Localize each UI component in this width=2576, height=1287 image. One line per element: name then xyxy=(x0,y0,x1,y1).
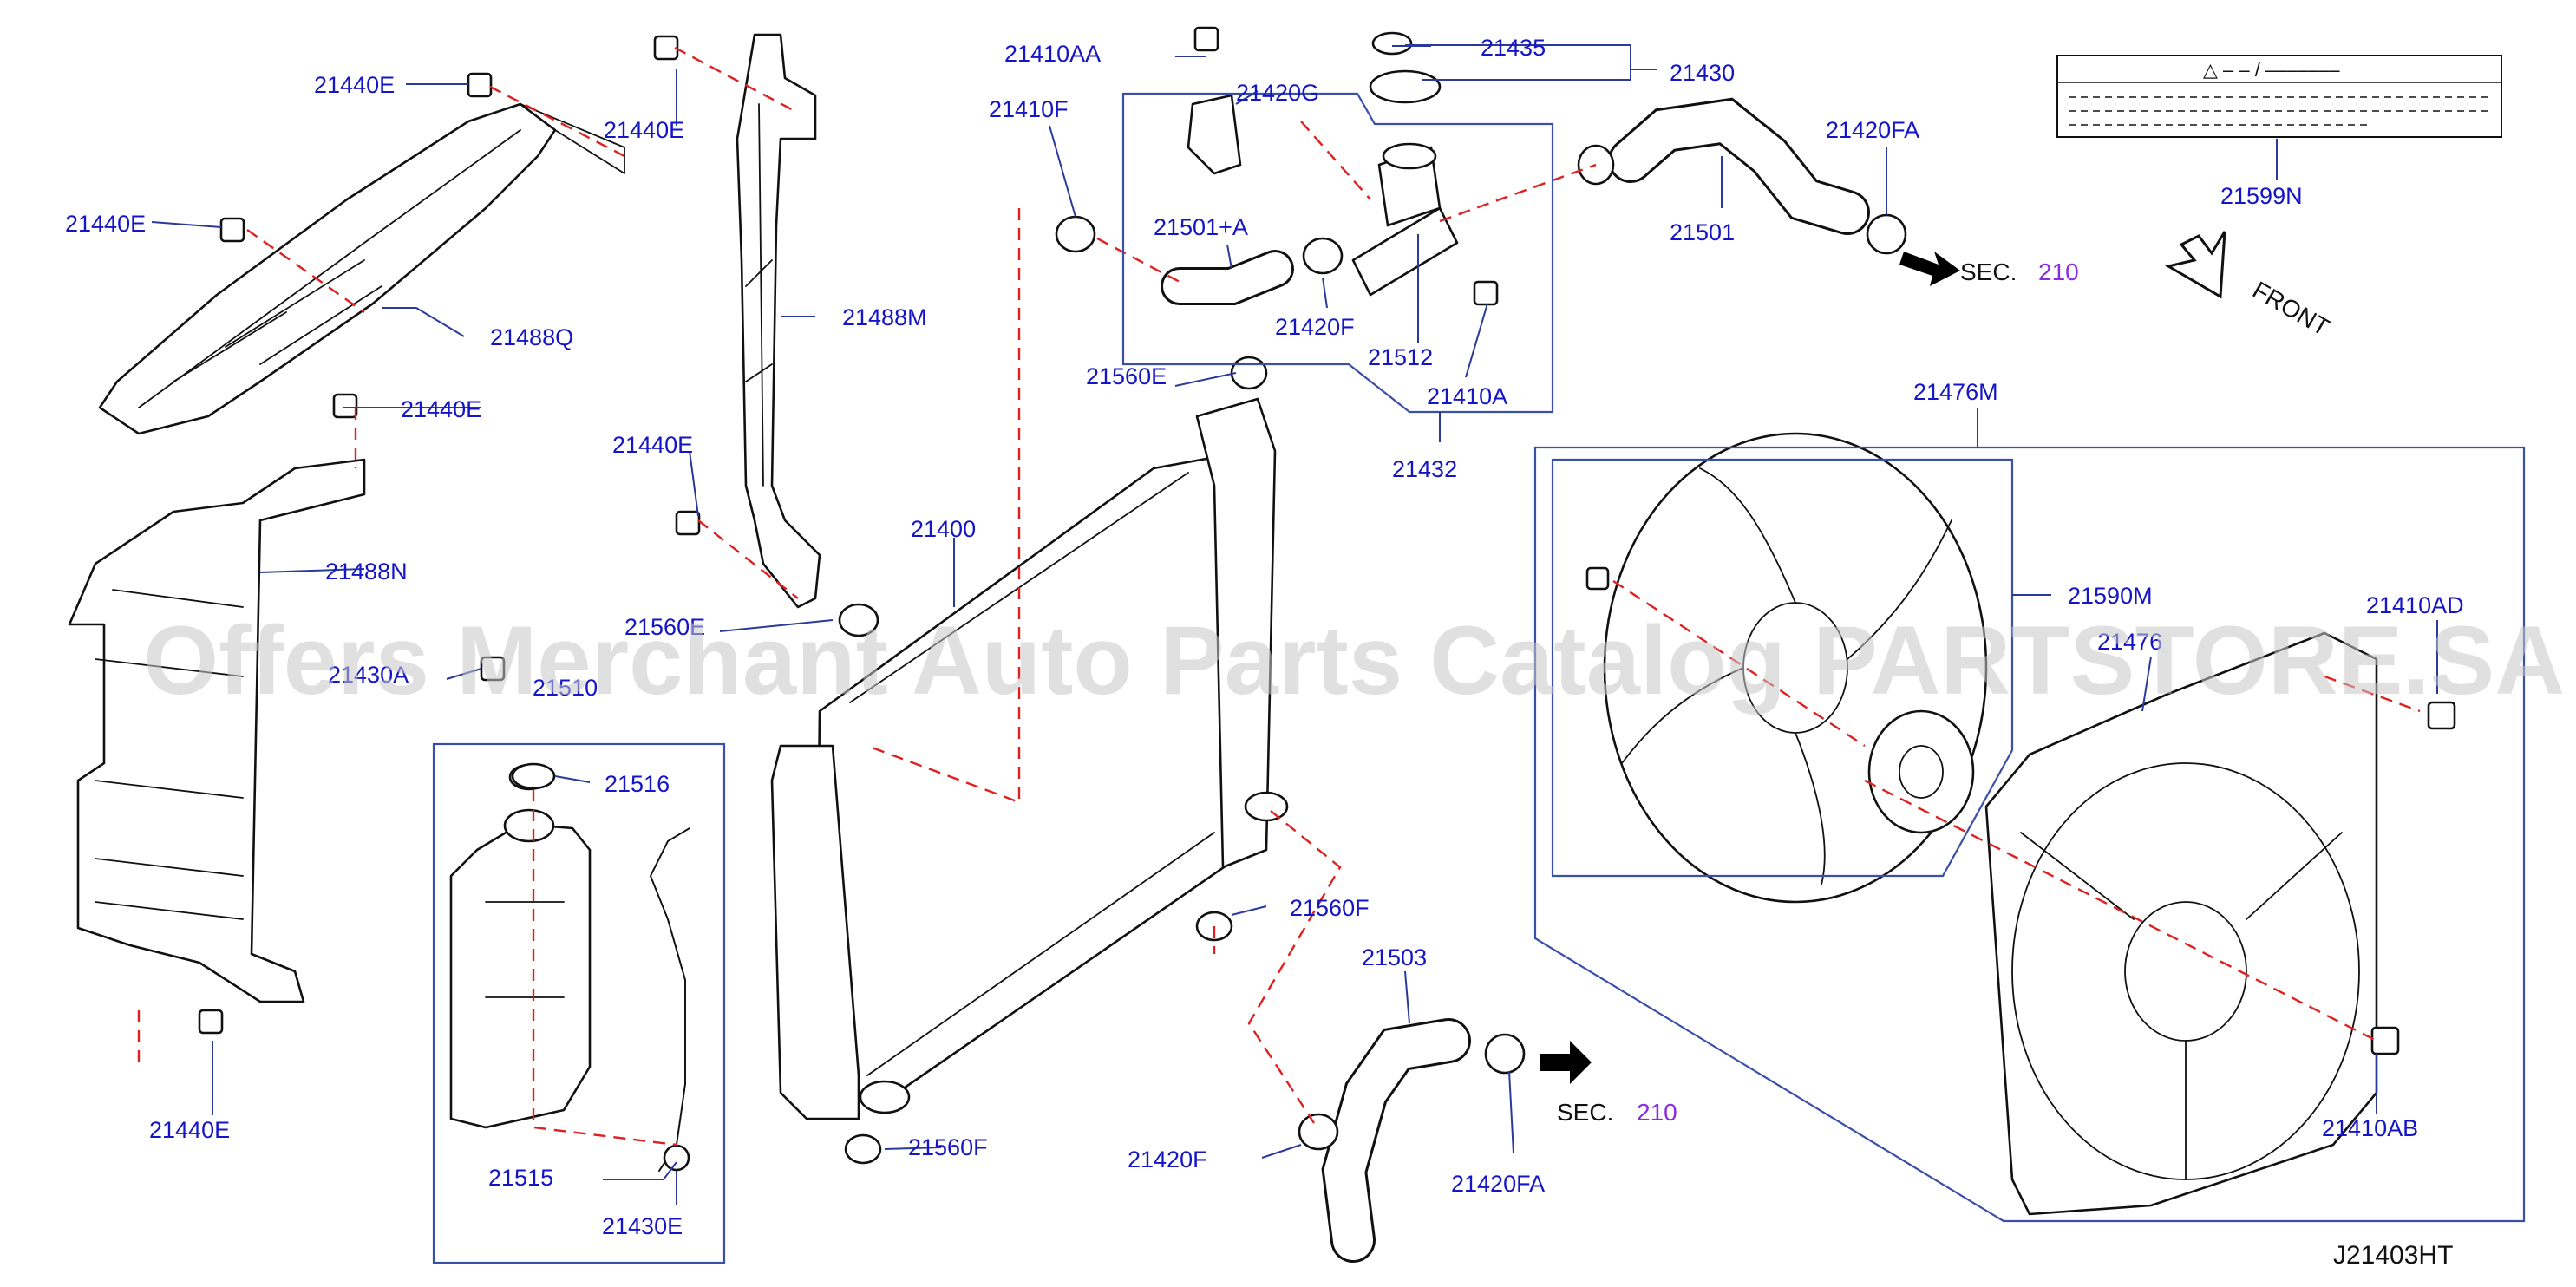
nut-fan xyxy=(1585,566,1610,591)
group-box-21590M xyxy=(1551,458,2014,878)
label-21488M[interactable]: 21488M xyxy=(842,304,927,330)
clip-21440E-2 xyxy=(653,35,679,61)
front-arrow-icon xyxy=(2164,231,2226,299)
sec-ref-bottom-number[interactable]: 210 xyxy=(1637,1099,1677,1126)
label-21430A[interactable]: 21430A xyxy=(328,662,409,688)
caution-label-header: △ – – / ––––––– xyxy=(2203,59,2340,81)
label-21410AD[interactable]: 21410AD xyxy=(2366,592,2464,618)
label-21488Q[interactable]: 21488Q xyxy=(490,324,573,350)
label-21515[interactable]: 21515 xyxy=(488,1165,553,1191)
label-21420F-bot[interactable]: 21420F xyxy=(1128,1147,1207,1173)
label-21420FA-bot[interactable]: 21420FA xyxy=(1451,1171,1545,1197)
clamp-21420F-top xyxy=(1302,237,1344,275)
air-guide-upper-part xyxy=(98,102,625,435)
clamp-21420FA-bot xyxy=(1484,1033,1526,1075)
bolt-21410A xyxy=(1473,280,1499,306)
clip-21440E-4 xyxy=(332,393,358,419)
clamp-21420F-bot xyxy=(1298,1113,1339,1151)
label-21420FA-top[interactable]: 21420FA xyxy=(1826,117,1919,143)
watermark-text: Offers Merchant Auto Parts Catalog PARTS… xyxy=(143,606,2565,715)
clip-21430E xyxy=(663,1144,690,1172)
bypass-hose-part xyxy=(1161,250,1294,305)
label-21512[interactable]: 21512 xyxy=(1368,344,1433,370)
radiator-part xyxy=(770,397,1289,1120)
air-guide-lower-part xyxy=(68,458,366,1003)
sec-ref-top-prefix: SEC. xyxy=(1960,258,2017,285)
sec-arrow-top xyxy=(1899,252,1960,286)
group-box-21432 xyxy=(1121,92,1554,414)
label-21476M[interactable]: 21476M xyxy=(1913,379,1998,405)
reservoir-hose-part xyxy=(650,827,690,1172)
reservoir-tank-part xyxy=(449,763,592,1129)
sec-arrow-bottom xyxy=(1540,1041,1592,1084)
grommet-21560F-bot xyxy=(844,1133,882,1165)
label-21516[interactable]: 21516 xyxy=(605,771,670,797)
label-21435[interactable]: 21435 xyxy=(1481,35,1546,61)
bolt-21410AB xyxy=(2370,1026,2400,1055)
label-21432[interactable]: 21432 xyxy=(1392,456,1457,482)
grommet-21560E-top xyxy=(1230,356,1268,390)
water-outlet-part xyxy=(1351,142,1459,297)
clip-21440E-3 xyxy=(219,217,245,243)
label-21410AA[interactable]: 21410AA xyxy=(1004,41,1101,67)
label-21440E-c[interactable]: 21440E xyxy=(65,211,146,237)
clamp-21410F xyxy=(1055,215,1096,253)
grommet-21560E-mid xyxy=(838,603,879,637)
diagram-code: J21403HT xyxy=(2333,1241,2453,1270)
label-21440E-a[interactable]: 21440E xyxy=(314,72,395,98)
clip-21440E-6 xyxy=(198,1009,224,1035)
sec-ref-top-number[interactable]: 210 xyxy=(2038,258,2079,285)
label-21440E-e[interactable]: 21440E xyxy=(612,432,693,458)
label-21560E-top[interactable]: 21560E xyxy=(1086,363,1167,389)
label-21476[interactable]: 21476 xyxy=(2097,629,2162,655)
label-21410AB[interactable]: 21410AB xyxy=(2322,1115,2418,1141)
label-21430E[interactable]: 21430E xyxy=(602,1213,683,1239)
label-21440E-f[interactable]: 21440E xyxy=(149,1117,230,1143)
bolt-21410AD xyxy=(2427,701,2456,730)
caution-label-part xyxy=(2056,55,2502,138)
cap-21516 xyxy=(511,762,556,790)
label-21560E-mid[interactable]: 21560E xyxy=(624,614,705,640)
lower-hose-part xyxy=(1321,1018,1471,1263)
label-21501A[interactable]: 21501+A xyxy=(1154,214,1248,240)
clip-21440E-1 xyxy=(467,72,493,98)
leader-lines xyxy=(151,44,2438,1205)
group-box-21476M xyxy=(1533,446,2526,1223)
label-21488N[interactable]: 21488N xyxy=(325,559,408,585)
front-label: FRONT xyxy=(2248,276,2334,341)
fan-motor-part xyxy=(1867,709,1975,834)
label-21503[interactable]: 21503 xyxy=(1362,944,1427,970)
label-21560F-mid[interactable]: 21560F xyxy=(1290,895,1370,921)
label-21420F-top[interactable]: 21420F xyxy=(1275,314,1355,340)
alignment-lines xyxy=(137,46,2421,1147)
clip-21440E-5 xyxy=(675,510,701,536)
label-21590M[interactable]: 21590M xyxy=(2068,583,2153,609)
label-21560F-bot[interactable]: 21560F xyxy=(908,1134,988,1160)
label-21440E-b[interactable]: 21440E xyxy=(604,117,684,143)
label-21420G[interactable]: 21420G xyxy=(1236,80,1319,106)
bolt-21410AA xyxy=(1193,26,1219,52)
label-21501[interactable]: 21501 xyxy=(1670,219,1735,245)
label-21410F[interactable]: 21410F xyxy=(989,96,1069,122)
label-21410A[interactable]: 21410A xyxy=(1427,383,1507,409)
label-21599N[interactable]: 21599N xyxy=(2220,183,2303,209)
upper-hose-part xyxy=(1608,97,1870,235)
sec-ref-bottom-prefix: SEC. xyxy=(1557,1099,1613,1126)
label-21440E-d[interactable]: 21440E xyxy=(401,396,481,422)
label-21430[interactable]: 21430 xyxy=(1670,60,1735,86)
air-guide-side-part xyxy=(736,33,821,609)
bracket-21420G xyxy=(1187,94,1242,175)
group-box-21510 xyxy=(432,742,726,1264)
label-21400[interactable]: 21400 xyxy=(911,516,976,542)
radiator-cap-part xyxy=(1369,31,1442,104)
label-21510[interactable]: 21510 xyxy=(533,675,598,701)
clamp-21420FA-top xyxy=(1866,213,1907,255)
fan-shroud-part xyxy=(1984,631,2378,1216)
